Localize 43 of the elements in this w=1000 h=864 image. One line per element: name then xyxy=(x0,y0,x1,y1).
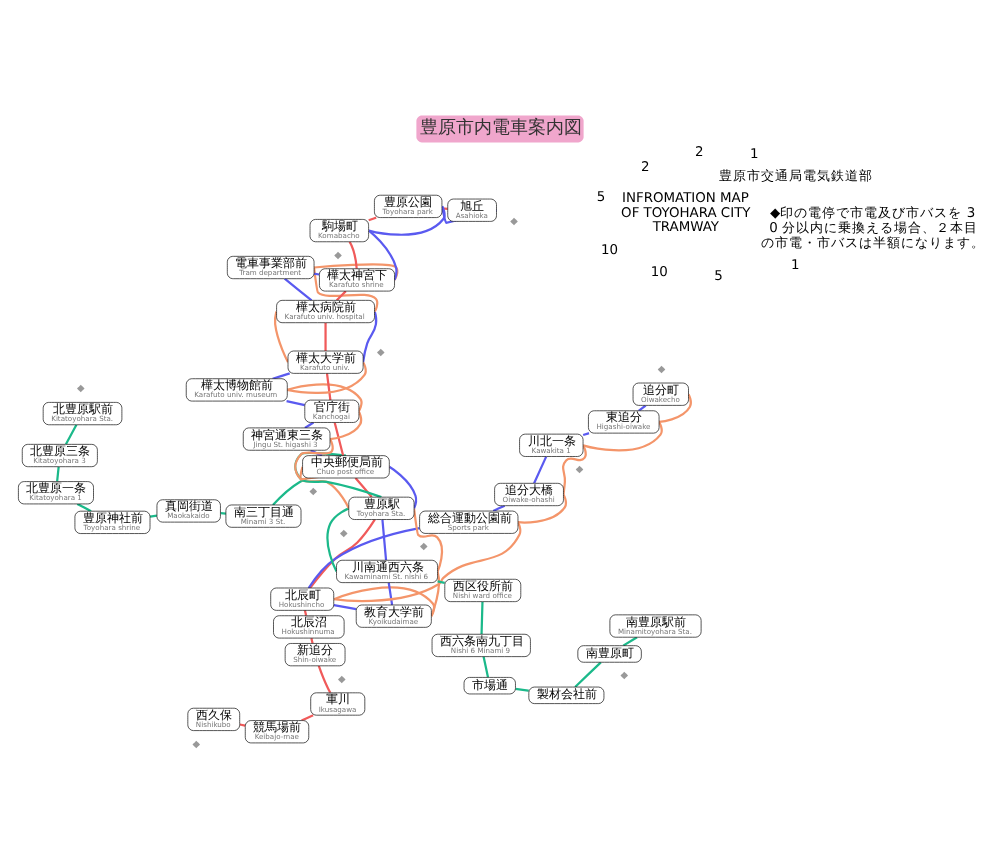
connector xyxy=(329,409,363,440)
connector xyxy=(533,455,548,483)
connector xyxy=(437,579,445,583)
connector xyxy=(562,443,587,494)
connector xyxy=(574,660,602,687)
connector xyxy=(412,507,444,571)
connector xyxy=(582,431,590,436)
connector xyxy=(333,602,357,610)
connector xyxy=(324,321,327,350)
connector xyxy=(317,664,332,693)
connector xyxy=(287,360,367,394)
connector xyxy=(582,420,663,451)
connector xyxy=(309,518,376,588)
connector xyxy=(272,476,308,505)
connector xyxy=(480,600,484,634)
connector xyxy=(299,465,350,508)
connector xyxy=(56,465,60,481)
connector xyxy=(286,399,305,406)
connector xyxy=(517,493,568,523)
connector xyxy=(388,464,418,508)
connector xyxy=(482,655,490,677)
connector xyxy=(368,215,377,221)
connector xyxy=(307,526,420,588)
connector xyxy=(515,686,529,691)
connector xyxy=(381,518,388,560)
connector xyxy=(387,581,394,605)
connector xyxy=(325,372,332,400)
connector xyxy=(326,506,350,571)
connector xyxy=(283,276,313,301)
connector xyxy=(348,240,358,268)
connector xyxy=(430,570,441,616)
diagram-title: 豊原市内電車案内図 xyxy=(419,118,582,139)
connector xyxy=(333,421,345,455)
connector xyxy=(64,423,78,444)
connector xyxy=(239,722,246,726)
connector xyxy=(287,382,363,411)
connector xyxy=(301,713,314,721)
connector xyxy=(368,228,398,280)
connector xyxy=(362,310,378,362)
connector xyxy=(273,310,289,362)
connector xyxy=(333,585,436,616)
connector xyxy=(658,392,692,423)
connector xyxy=(354,476,373,497)
